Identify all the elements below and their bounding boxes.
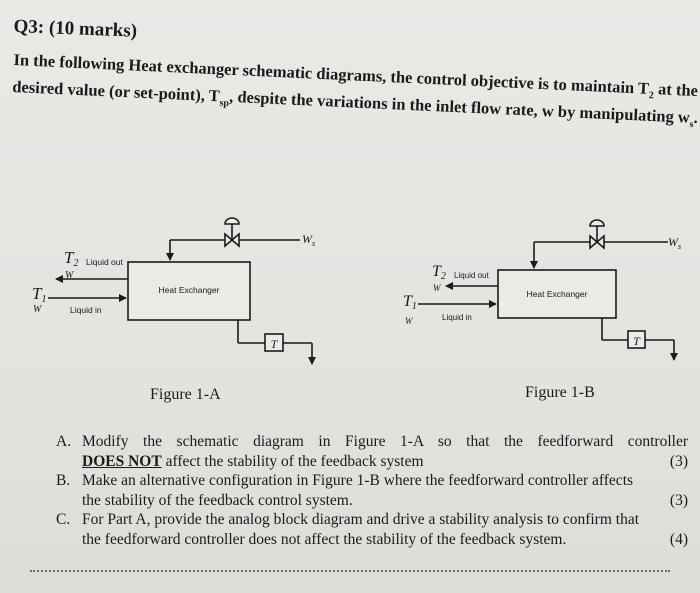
control-valve <box>589 219 605 250</box>
w-bottom-label: W <box>405 316 414 326</box>
figure-1b-caption: Figure 1-B <box>525 384 595 401</box>
part-text-line-2: DOES NOT affect the stability of the fee… <box>82 452 424 470</box>
part-text-line-2: the feedforward controller does not affe… <box>82 530 567 548</box>
liquid-out-label: Liquid out <box>454 271 489 280</box>
t1-label: T1 <box>32 284 46 305</box>
dotted-separator <box>30 570 670 572</box>
liquid-in-label: Liquid in <box>70 305 102 315</box>
sensor-label: T <box>633 334 641 348</box>
part-text-line-1: Make an alternative configuration in Fig… <box>82 472 634 489</box>
part-text-line-1: For Part A, provide the analog block dia… <box>82 511 640 528</box>
part-text-line-1: Modify the schematic diagram in Figure 1… <box>82 433 688 450</box>
does-not-emphasis: DOES NOT <box>82 452 162 470</box>
w-bottom-label: W <box>33 304 43 315</box>
t2-label: T2 <box>64 248 78 269</box>
figure-1a-labels: Heat Exchanger T2 Liquid out W T1 W Liqu… <box>32 232 315 351</box>
liquid-out-label: Liquid out <box>86 257 124 267</box>
temperature-sensor-box <box>264 333 284 352</box>
control-valve <box>224 217 240 248</box>
part-letter: A. <box>56 433 72 450</box>
heat-exchanger-label: Heat Exchanger <box>159 285 220 295</box>
part-text-line-2: the stability of the feedback control sy… <box>82 491 353 509</box>
figure-1a <box>48 217 316 365</box>
sensor-label: T <box>271 337 279 351</box>
heat-exchanger-box <box>497 269 617 319</box>
w-top-label: W <box>65 270 75 281</box>
w-top-label: W <box>433 283 442 293</box>
part-letter: C. <box>56 511 71 528</box>
part-marks: (3) <box>669 491 688 509</box>
figure-1b-labels: Heat Exchanger T2 Liquid out W T1 W Liqu… <box>403 235 681 348</box>
part-b: B. Make an alternative configuration in … <box>56 471 688 510</box>
ws-label: Ws <box>668 235 681 251</box>
part-c: C. For Part A, provide the analog block … <box>56 510 688 549</box>
t2-label: T2 <box>432 263 446 282</box>
heat-exchanger-label: Heat Exchanger <box>527 289 588 299</box>
part-letter: B. <box>56 472 71 489</box>
part-a: A. Modify the schematic diagram in Figur… <box>56 432 688 471</box>
temperature-sensor-box <box>627 330 646 349</box>
part-marks: (4) <box>669 530 688 548</box>
figure-1a-caption: Figure 1-A <box>150 386 221 403</box>
heat-exchanger-box <box>127 261 251 321</box>
ws-label: Ws <box>302 232 315 248</box>
question-parts: A. Modify the schematic diagram in Figur… <box>56 432 688 549</box>
t1-label: T1 <box>403 293 417 312</box>
liquid-in-label: Liquid in <box>442 313 472 322</box>
part-marks: (3) <box>669 452 688 470</box>
figure-1b <box>418 219 678 361</box>
